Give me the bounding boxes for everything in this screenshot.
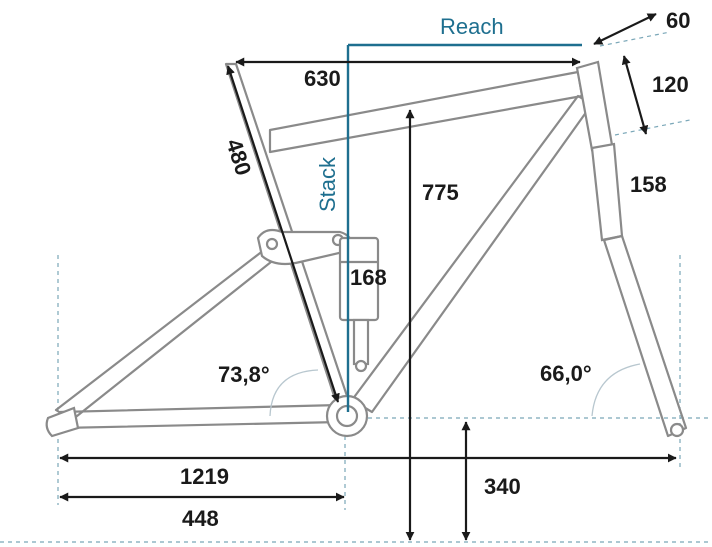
head-angle-arc — [591, 363, 641, 417]
wheelbase-label: 1219 — [180, 464, 229, 489]
dimension-lines — [59, 13, 677, 541]
seat-angle-arc — [269, 369, 319, 417]
fork-length-label: 158 — [630, 172, 667, 197]
shock-length-label: 168 — [350, 265, 387, 290]
reach-value-label: 630 — [304, 66, 341, 91]
headtube-stack-label: 120 — [652, 72, 689, 97]
guide-lines — [0, 31, 712, 543]
reach-label: Reach — [440, 14, 504, 39]
chainstay-label: 448 — [182, 506, 219, 531]
bb-height-label: 340 — [484, 474, 521, 499]
stem-length-label: 60 — [666, 8, 690, 33]
stack-total-label: 775 — [422, 180, 459, 205]
reach-stack-lines — [346, 43, 582, 412]
head-angle-label: 66,0° — [540, 361, 592, 386]
seat-angle-label: 73,8° — [218, 362, 270, 387]
stack-label: Stack — [315, 156, 340, 212]
